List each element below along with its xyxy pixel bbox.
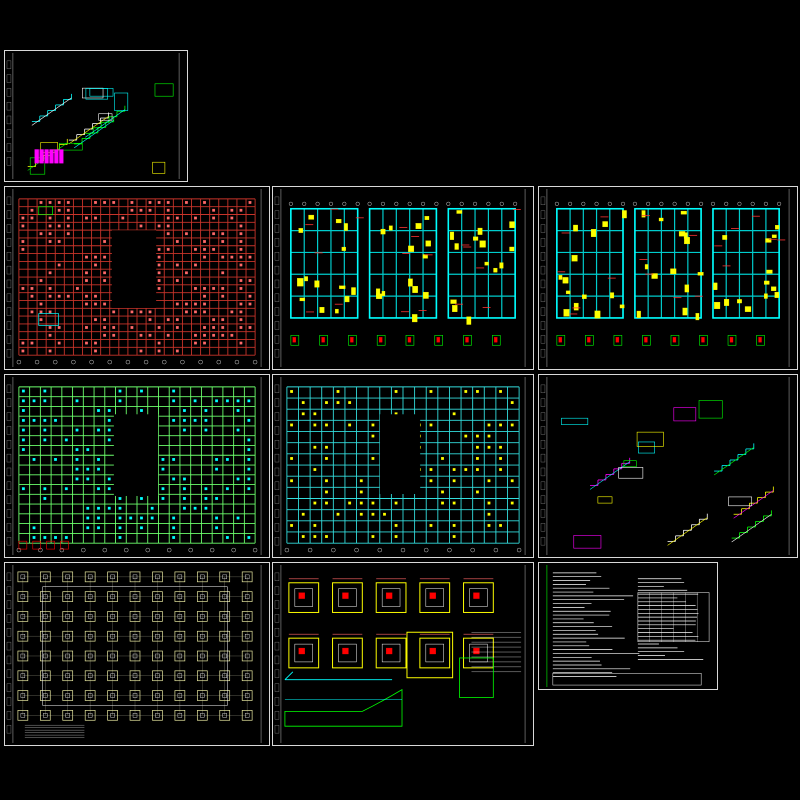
beam-layout-drawing [274,376,526,556]
foundation-grid-drawing [6,188,262,368]
sheet-foundation-grid-red [4,186,270,370]
stair-sections-drawing [540,376,790,556]
sheet-floor-plans-b [538,186,798,370]
pile-cap-details-drawing [274,564,526,744]
floor-plans-b-drawing [540,188,790,368]
sheet-stair-details-small [4,50,188,182]
general-notes-drawing [546,564,710,688]
pile-cap-layout-drawing [6,564,262,744]
sheet-pile-cap-details [272,562,534,746]
sheet-pile-cap-layout [4,562,270,746]
stair-details-drawing [6,52,180,180]
sheet-general-notes [538,562,718,690]
slab-grid-drawing [6,376,262,556]
sheet-beam-layout-cyan [272,374,534,558]
floor-plans-a-drawing [274,188,526,368]
sheet-stair-sections [538,374,798,558]
sheet-slab-grid-green [4,374,270,558]
sheet-floor-plans-a [272,186,534,370]
